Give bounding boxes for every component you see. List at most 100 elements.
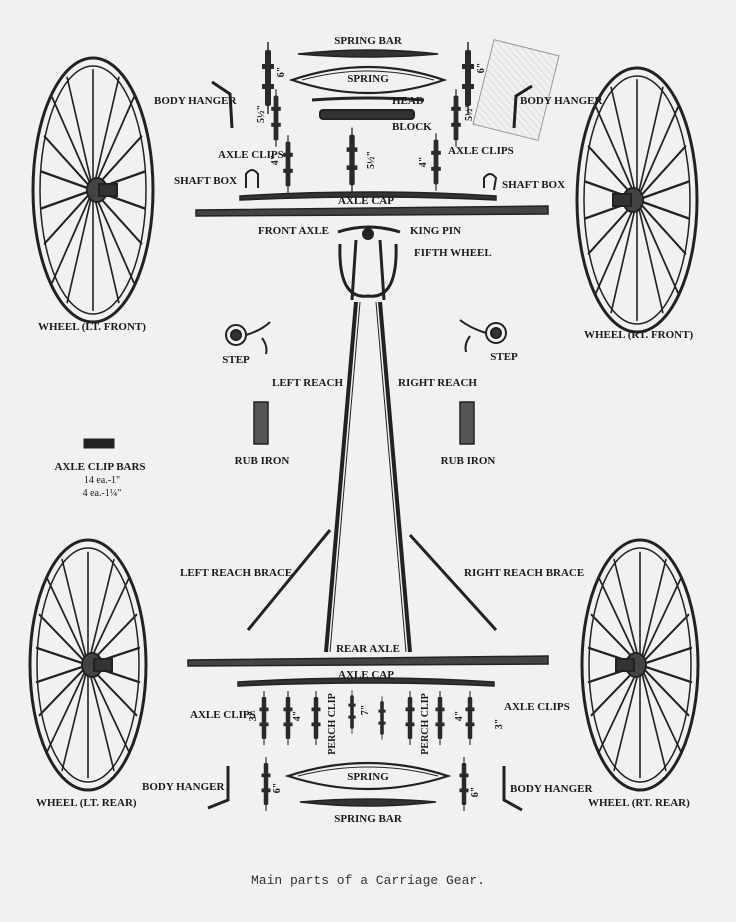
wheel-lt-rear — [28, 538, 148, 792]
body-hanger-front-rt — [512, 84, 533, 129]
clip-part-front-bl — [282, 134, 294, 194]
shaft-box-rt — [483, 173, 498, 191]
label-spring-bottom: SPRING — [347, 771, 389, 783]
label-perch-clip-rt: PERCH CLIP — [420, 693, 431, 755]
dim-rear-bl: 6" — [272, 782, 283, 794]
spring-rear — [284, 761, 452, 791]
axle-clip-bar — [83, 438, 115, 449]
label-wheel-lt-rear: WHEEL (LT. REAR) — [36, 797, 137, 809]
body-hanger-rear-lt — [207, 766, 230, 810]
label-shaft-box-rt: SHAFT BOX — [502, 179, 566, 191]
dim-front-br: 4" — [418, 156, 429, 168]
label-spring-bar-bottom: SPRING BAR — [334, 813, 402, 825]
label-wheel-rt-rear: WHEEL (RT. REAR) — [588, 797, 690, 809]
right-reach-brace — [408, 533, 498, 632]
label-body-hanger-lt: BODY HANGER — [154, 95, 237, 107]
dim-front-tl: 6" — [276, 66, 287, 78]
clip-part-front-ml — [270, 88, 282, 148]
label-left-reach: LEFT REACH — [272, 377, 344, 389]
label-right-reach-brace: RIGHT REACH BRACE — [464, 567, 585, 579]
label-king-pin: KING PIN — [410, 225, 462, 237]
label-axle-clips-rear-lt: AXLE CLIPS — [190, 709, 256, 721]
label-axle-cap-rear: AXLE CAP — [338, 669, 394, 681]
dim-rear-br: 6" — [470, 786, 481, 798]
wheel-rt-rear — [580, 538, 700, 792]
label-body-hanger-lt-rear: BODY HANGER — [142, 781, 225, 793]
spring-bar-front — [297, 49, 439, 58]
dim-front-tr: 6" — [476, 62, 487, 74]
label-rub-iron-lt: RUB IRON — [234, 455, 290, 467]
front-axle — [195, 205, 549, 217]
rub-iron-lt — [253, 401, 269, 445]
label-body-hanger-rt-rear: BODY HANGER — [510, 783, 593, 795]
rub-iron-rt — [459, 401, 475, 445]
clip-part-front-tl — [261, 41, 275, 115]
label-front-axle: FRONT AXLE — [258, 225, 330, 237]
fifth-wheel — [337, 225, 401, 301]
label-wheel-lt-front: WHEEL (LT. FRONT) — [38, 321, 146, 333]
label-rear-axle: REAR AXLE — [336, 643, 400, 655]
clip-part-front-mr — [450, 88, 462, 148]
head-part — [311, 96, 425, 102]
dim-front-bc: 5½" — [366, 150, 377, 170]
dim-front-ml: 5½" — [256, 104, 267, 124]
clip-part-rear-6 — [404, 690, 416, 746]
label-perch-clip-lt: PERCH CLIP — [327, 693, 338, 755]
step-lt — [225, 321, 271, 355]
clip-part-rear-3 — [310, 690, 322, 746]
dim-rear-5: 3" — [494, 718, 505, 730]
clip-part-rear-4 — [347, 689, 357, 735]
label-spring-bar-top: SPRING BAR — [334, 35, 402, 47]
label-fifth-wheel: FIFTH WHEEL — [414, 247, 492, 259]
label-left-reach-brace: LEFT REACH BRACE — [180, 567, 293, 579]
label-wheel-rt-front: WHEEL (RT. FRONT) — [584, 329, 694, 341]
label-block: BLOCK — [392, 121, 432, 133]
clip-part-rear-1 — [258, 690, 270, 746]
dim-rear-1: 3" — [248, 710, 259, 722]
clip-part-rear-bl — [260, 756, 272, 812]
label-head: HEAD — [392, 95, 424, 107]
label-shaft-box-lt: SHAFT BOX — [174, 175, 238, 187]
label-axle-clips-rear-rt: AXLE CLIPS — [504, 701, 570, 713]
body-hanger-rear-rt — [502, 766, 523, 812]
label-axle-clip-bars-qty1: 14 ea.-1" — [83, 475, 121, 486]
dim-rear-4: 4" — [454, 710, 465, 722]
label-step-lt: STEP — [222, 354, 250, 366]
clip-part-rear-8 — [464, 690, 476, 746]
label-rub-iron-rt: RUB IRON — [440, 455, 496, 467]
label-axle-cap-front: AXLE CAP — [338, 195, 394, 207]
axle-cap-rear — [237, 677, 495, 687]
label-axle-clips-front-lt: AXLE CLIPS — [218, 149, 284, 161]
rear-axle — [187, 655, 549, 667]
label-axle-clip-bars-qty2: 4 ea.-1¼" — [82, 488, 122, 499]
clip-part-rear-br — [458, 756, 470, 812]
label-right-reach: RIGHT REACH — [398, 377, 477, 389]
right-reach — [378, 301, 412, 653]
step-rt — [459, 319, 507, 353]
label-step-rt: STEP — [490, 351, 518, 363]
axle-cap-front — [239, 191, 497, 201]
label-axle-clip-bars: AXLE CLIP BARS — [54, 461, 146, 473]
spring-front — [288, 65, 448, 95]
shaft-box-lt — [245, 169, 259, 188]
left-reach — [324, 301, 358, 653]
spring-bar-rear — [299, 798, 437, 807]
dim-rear-2: 4" — [292, 710, 303, 722]
wheel-lt-front — [31, 56, 155, 324]
dim-rear-3: 7" — [360, 704, 371, 716]
block-part — [319, 109, 415, 120]
label-body-hanger-rt: BODY HANGER — [520, 95, 603, 107]
left-reach-brace — [246, 529, 332, 631]
dim-front-bl: 4" — [270, 154, 281, 166]
figure-caption: Main parts of a Carriage Gear. — [250, 873, 486, 888]
clip-part-front-bc — [345, 126, 359, 194]
label-axle-clips-front-rt: AXLE CLIPS — [448, 145, 514, 157]
clip-part-front-br — [430, 132, 442, 192]
label-spring-top: SPRING — [347, 73, 389, 85]
clip-part-rear-7 — [434, 690, 446, 746]
wheel-rt-front — [575, 66, 699, 334]
dim-front-mr: 5½" — [464, 102, 475, 122]
body-hanger-front-lt — [211, 80, 234, 129]
clip-part-rear-5 — [377, 695, 387, 741]
